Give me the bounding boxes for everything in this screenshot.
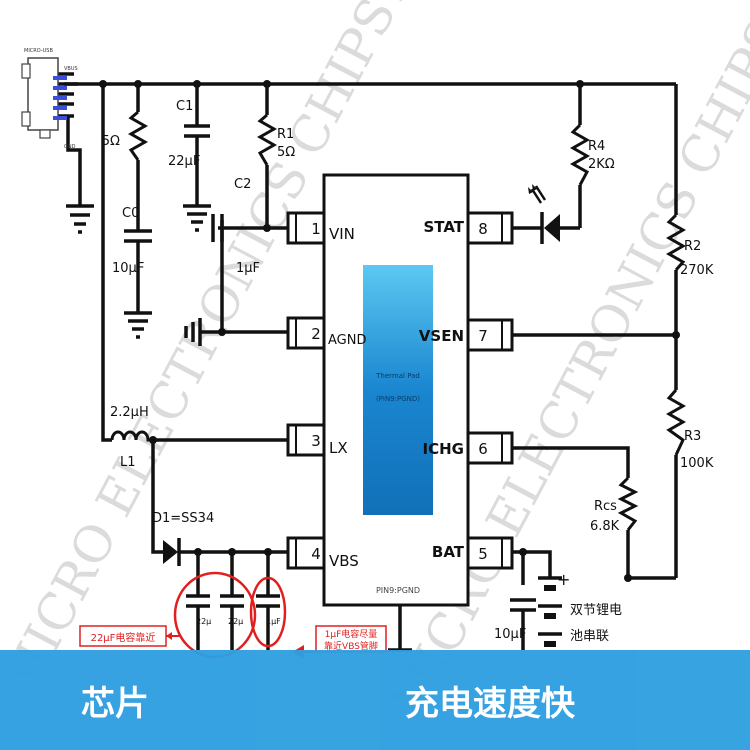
c2-label: C2: [234, 177, 251, 192]
c2-value-label: 1μF: [236, 261, 260, 276]
rcs-value-label: 6.8K: [590, 519, 620, 534]
pin-name: VIN: [329, 225, 355, 243]
banner-left-text: 芯片: [81, 683, 149, 724]
capacitor-22u-a: [186, 594, 210, 650]
pin-2-agnd: 2 AGND: [286, 316, 366, 350]
note-box-2: [315, 625, 387, 653]
resistor-r1: [256, 113, 278, 166]
diode-d1: [163, 538, 181, 566]
pin-6-ichg: 6 ICHG: [423, 431, 514, 465]
resistor-5ohm: [127, 110, 149, 161]
c0-label: C0: [122, 206, 139, 221]
resistor-r4: [569, 123, 591, 186]
c1-value-label: 22μF: [168, 154, 200, 169]
battery-label-line1: 双节锂电: [570, 603, 622, 618]
pin-name: BAT: [432, 543, 465, 561]
ground-icon: [66, 204, 94, 234]
r5-value-label: 5Ω: [102, 134, 120, 149]
capacitor-cbat: [510, 598, 536, 612]
pin-number: 7: [478, 327, 488, 345]
c1u-value-label: 1μF: [266, 617, 281, 626]
pins-left: 1 VIN 2 AGND 3 LX 4 VBS: [286, 211, 366, 570]
highlight-ellipse-1u: [249, 576, 287, 648]
r2-label: R2: [684, 239, 701, 254]
pin-name: VSEN: [419, 327, 464, 345]
c22b-value-label: 22μ: [228, 617, 243, 626]
resistor-r3: [665, 389, 687, 456]
pin-number: 5: [478, 545, 488, 563]
pin-8-stat: 8 STAT: [423, 211, 514, 245]
pin-5-bat: 5 BAT: [432, 536, 514, 570]
l1-value-label: 2.2μH: [110, 405, 149, 420]
battery-plus-label: +: [557, 570, 570, 589]
ground-icon: [183, 204, 211, 232]
resistors: [127, 110, 687, 531]
capacitor-1u: [256, 594, 280, 650]
led-diode: [528, 184, 560, 244]
inductor-l1: [110, 430, 150, 442]
pin-name: LX: [329, 439, 348, 457]
pin-number: 6: [478, 440, 488, 458]
rcs-label: Rcs: [594, 499, 617, 514]
battery: [538, 576, 562, 647]
thermal-pad: [363, 265, 433, 515]
note-text-2a: 1μF电容尽量: [325, 628, 378, 640]
highlight-ellipse-22u: [173, 571, 257, 659]
ground-icon: [124, 311, 152, 339]
r1-value-label: 5Ω: [277, 145, 295, 160]
battery-label-line2: 池串联: [570, 629, 609, 644]
cbat-value-label: 10μF: [494, 627, 526, 642]
pin-number: 3: [311, 432, 321, 450]
l1-label: L1: [120, 455, 136, 470]
capacitor-22u-b: [220, 594, 244, 650]
r2-value-label: 270K: [680, 263, 714, 278]
pin-name: VBS: [329, 552, 359, 570]
pin-4-vbs: 4 VBS: [286, 536, 359, 570]
d1-label: D1=SS34: [152, 511, 214, 526]
note-text-2b: 靠近VBS管脚: [324, 640, 378, 652]
r4-label: R4: [588, 139, 605, 154]
r3-label: R3: [684, 429, 701, 444]
pin-1-vin: 1 VIN: [286, 211, 355, 245]
pin-name: ICHG: [423, 440, 464, 458]
connector-vbus-label: VBUS: [64, 66, 78, 72]
wires: [56, 72, 678, 650]
r3-value-label: 100K: [680, 456, 714, 471]
resistor-rcs: [617, 476, 639, 531]
ground-icon: [184, 318, 202, 346]
junction-dots: [99, 80, 680, 582]
pin-name: STAT: [423, 218, 464, 236]
capacitor-c0: [124, 229, 152, 312]
bottom-banner: 芯片 充电速度快: [0, 650, 750, 750]
thermal-pad-pin-label: (PIN9:PGND): [376, 395, 420, 403]
pin-number: 4: [311, 545, 321, 563]
ic-bottom-label: PIN9:PGND: [376, 586, 420, 595]
micro-usb-connector: MICRO-USB VBUS GND: [21, 48, 78, 150]
pin-3-lx: 3 LX: [286, 423, 348, 457]
connector-label: MICRO-USB: [24, 48, 53, 54]
banner-right-text: 充电速度快: [405, 683, 575, 724]
pin-7-vsen: 7 VSEN: [419, 318, 514, 352]
pin-number: 8: [478, 220, 488, 238]
capacitor-c1: [184, 124, 210, 138]
pin-number: 1: [311, 220, 321, 238]
connector-gnd-label: GND: [64, 144, 76, 150]
r1-label: R1: [277, 127, 294, 142]
capacitors: [124, 124, 536, 650]
c22a-value-label: 22μ: [196, 617, 211, 626]
capacitor-c2: [211, 214, 224, 242]
note-text-1: 22μF电容靠近: [91, 631, 156, 644]
c0-value-label: 10μF: [112, 261, 144, 276]
r4-value-label: 2KΩ: [588, 157, 615, 172]
pin-number: 2: [311, 325, 321, 343]
pins-right: 8 STAT 7 VSEN 6 ICHG 5 BAT: [419, 211, 514, 570]
component-labels: 5Ω C1 22μF R1 5Ω C0 10μF C2 1μF R4 2KΩ R…: [102, 99, 714, 644]
thermal-pad-label: Thermal Pad: [375, 372, 420, 380]
pin-name: AGND: [328, 333, 366, 348]
resistor-r2: [665, 213, 687, 271]
c1-label: C1: [176, 99, 193, 114]
